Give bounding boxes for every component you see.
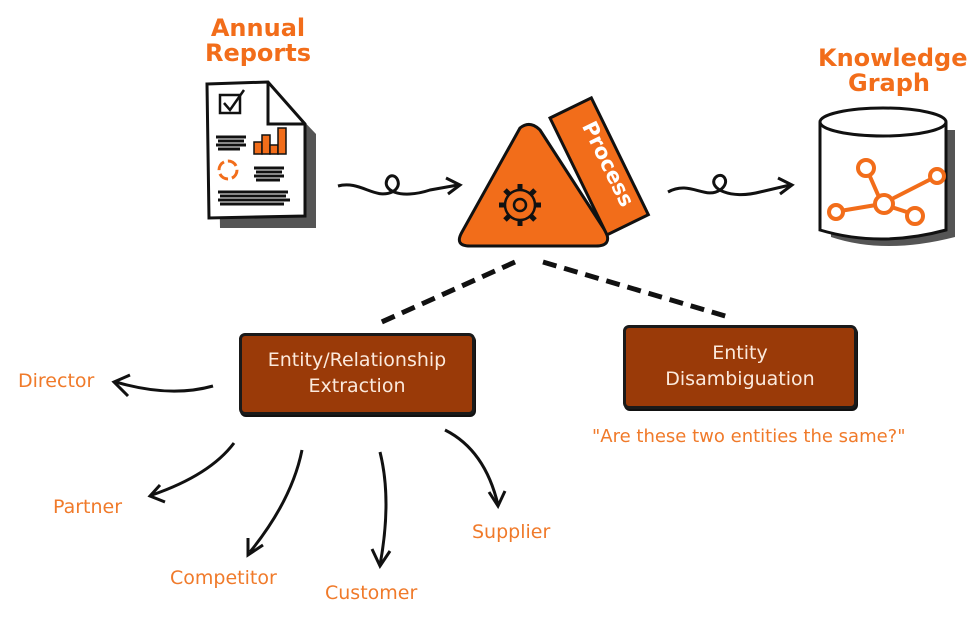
relationship-label-supplier: Supplier xyxy=(472,521,551,543)
database-cylinder-icon xyxy=(818,106,955,246)
flow-arrow-to-graph xyxy=(667,173,791,197)
flow-arrow-to-process xyxy=(337,174,459,196)
box-line: Disambiguation xyxy=(665,368,815,390)
arrow-partner xyxy=(151,442,236,497)
disambiguation-question: "Are these two entities the same?" xyxy=(592,426,906,447)
arrow-competitor xyxy=(248,449,304,553)
graph-network-icon xyxy=(827,158,946,226)
relationship-label-competitor: Competitor xyxy=(170,567,277,589)
relationship-label-director: Director xyxy=(18,370,95,392)
knowledge-graph-title: Knowledge Graph xyxy=(818,44,968,98)
box-line: Entity/Relationship xyxy=(267,349,447,372)
entity-extraction-box: Entity/Relationship Extraction xyxy=(239,333,475,415)
gear-icon xyxy=(499,184,541,226)
document-icon xyxy=(205,80,316,228)
process-triangle xyxy=(457,95,651,248)
title-line: Graph xyxy=(848,69,930,98)
arrow-director xyxy=(115,380,214,393)
dashed-connector-extraction xyxy=(373,259,517,328)
arrow-customer xyxy=(378,451,388,566)
box-line: Entity xyxy=(712,342,768,365)
entity-disambiguation-box: Entity Disambiguation xyxy=(623,325,857,409)
box-line: Extraction xyxy=(308,375,406,397)
title-line: Annual xyxy=(210,14,306,42)
title-line: Knowledge xyxy=(818,44,968,72)
relationship-label-customer: Customer xyxy=(325,582,418,604)
dashed-connector-disambiguation xyxy=(542,259,733,321)
arrow-supplier xyxy=(444,428,500,506)
relationship-label-partner: Partner xyxy=(53,496,123,518)
annual-reports-title: Annual Reports xyxy=(200,14,316,68)
title-line: Reports xyxy=(204,39,312,68)
